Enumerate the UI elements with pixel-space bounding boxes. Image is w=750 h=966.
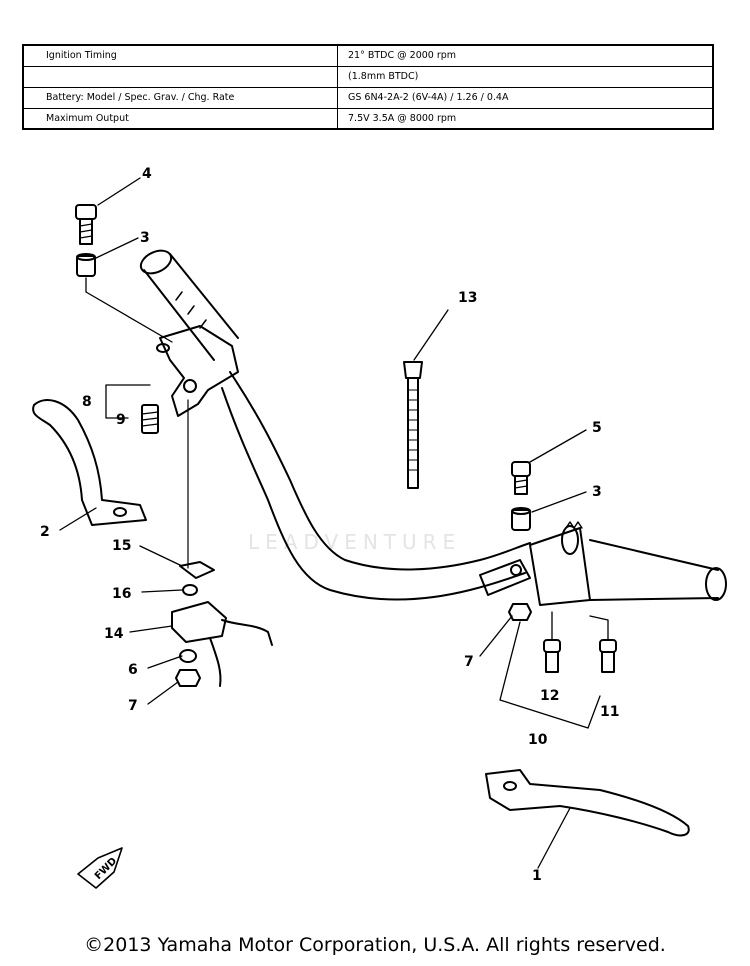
callout-5: 5 xyxy=(592,420,602,436)
callout-15: 15 xyxy=(112,538,131,554)
part-12-screw xyxy=(543,639,561,673)
spec-row-ignition-timing: Ignition Timing 21° BTDC @ 2000 rpm xyxy=(24,46,712,67)
callout-10: 10 xyxy=(528,732,548,748)
callout-13: 13 xyxy=(458,290,477,306)
part-5-bolt xyxy=(511,461,531,495)
left-lever-holder xyxy=(156,325,239,417)
spec-label xyxy=(24,67,338,87)
copyright-notice: ©2013 Yamaha Motor Corporation, U.S.A. A… xyxy=(84,934,666,956)
callout-6: 6 xyxy=(128,662,138,678)
callout-14: 14 xyxy=(104,626,124,642)
spec-value: 21° BTDC @ 2000 rpm xyxy=(348,50,457,61)
callout-4: 4 xyxy=(142,166,152,182)
left-grip xyxy=(139,249,239,361)
part-3-collar xyxy=(76,253,96,277)
part-1-right-lever xyxy=(485,769,690,837)
bracket-10 xyxy=(499,621,601,729)
callout-9: 9 xyxy=(116,412,126,428)
part-2-left-lever xyxy=(32,399,147,526)
part-7-nut xyxy=(508,603,532,621)
spec-label: Ignition Timing xyxy=(24,46,338,66)
spec-table: Ignition Timing 21° BTDC @ 2000 rpm (1.8… xyxy=(22,44,714,130)
callout-12: 12 xyxy=(540,688,559,704)
spec-value: GS 6N4-2A-2 (6V-4A) / 1.26 / 0.4A xyxy=(348,92,509,103)
part-11-screw xyxy=(599,639,617,673)
part-6-nut xyxy=(179,649,197,663)
callout-3: 3 xyxy=(140,230,150,246)
right-throttle-housing xyxy=(479,521,727,606)
handlebar xyxy=(221,371,531,601)
callout-8: 8 xyxy=(82,394,92,410)
part-16-washer xyxy=(182,584,198,596)
spec-row-maximum-output: Maximum Output 7.5V 3.5A @ 8000 rpm xyxy=(24,109,712,130)
callout-1: 1 xyxy=(532,868,542,884)
callout-11: 11 xyxy=(600,704,619,720)
part-13-cable-tie xyxy=(403,361,423,489)
spec-value: (1.8mm BTDC) xyxy=(348,71,419,82)
spec-label: Battery: Model / Spec. Grav. / Chg. Rate xyxy=(24,88,338,108)
spec-row-ignition-timing-mm: (1.8mm BTDC) xyxy=(24,67,712,88)
callout-7-right: 7 xyxy=(464,654,474,670)
part-9-bolt xyxy=(141,404,159,434)
callout-2: 2 xyxy=(40,524,50,540)
leader-line xyxy=(413,309,449,361)
leader-line xyxy=(551,611,609,641)
handlebar-exploded-diagram: FWD 4 3 13 8 9 2 5 3 15 16 14 6 7 7 12 1… xyxy=(32,166,727,889)
part-14-switch xyxy=(171,601,273,687)
callout-leaders xyxy=(59,177,587,869)
spec-value: 7.5V 3.5A @ 8000 rpm xyxy=(348,113,457,124)
callout-7: 7 xyxy=(128,698,138,714)
part-7-nut xyxy=(175,669,201,687)
part-3-collar xyxy=(511,507,531,531)
part-4-bolt xyxy=(75,204,97,245)
fwd-arrow-icon: FWD xyxy=(77,847,123,889)
callout-3-right: 3 xyxy=(592,484,602,500)
bracket-8 xyxy=(105,384,151,419)
leader-line xyxy=(85,277,173,343)
callout-16: 16 xyxy=(112,586,131,602)
spec-label: Maximum Output xyxy=(24,109,338,130)
part-15-plate xyxy=(179,561,215,579)
spec-row-battery: Battery: Model / Spec. Grav. / Chg. Rate… xyxy=(24,88,712,109)
callout-numbers: 4 3 13 8 9 2 5 3 15 16 14 6 7 7 12 11 10… xyxy=(40,166,619,884)
